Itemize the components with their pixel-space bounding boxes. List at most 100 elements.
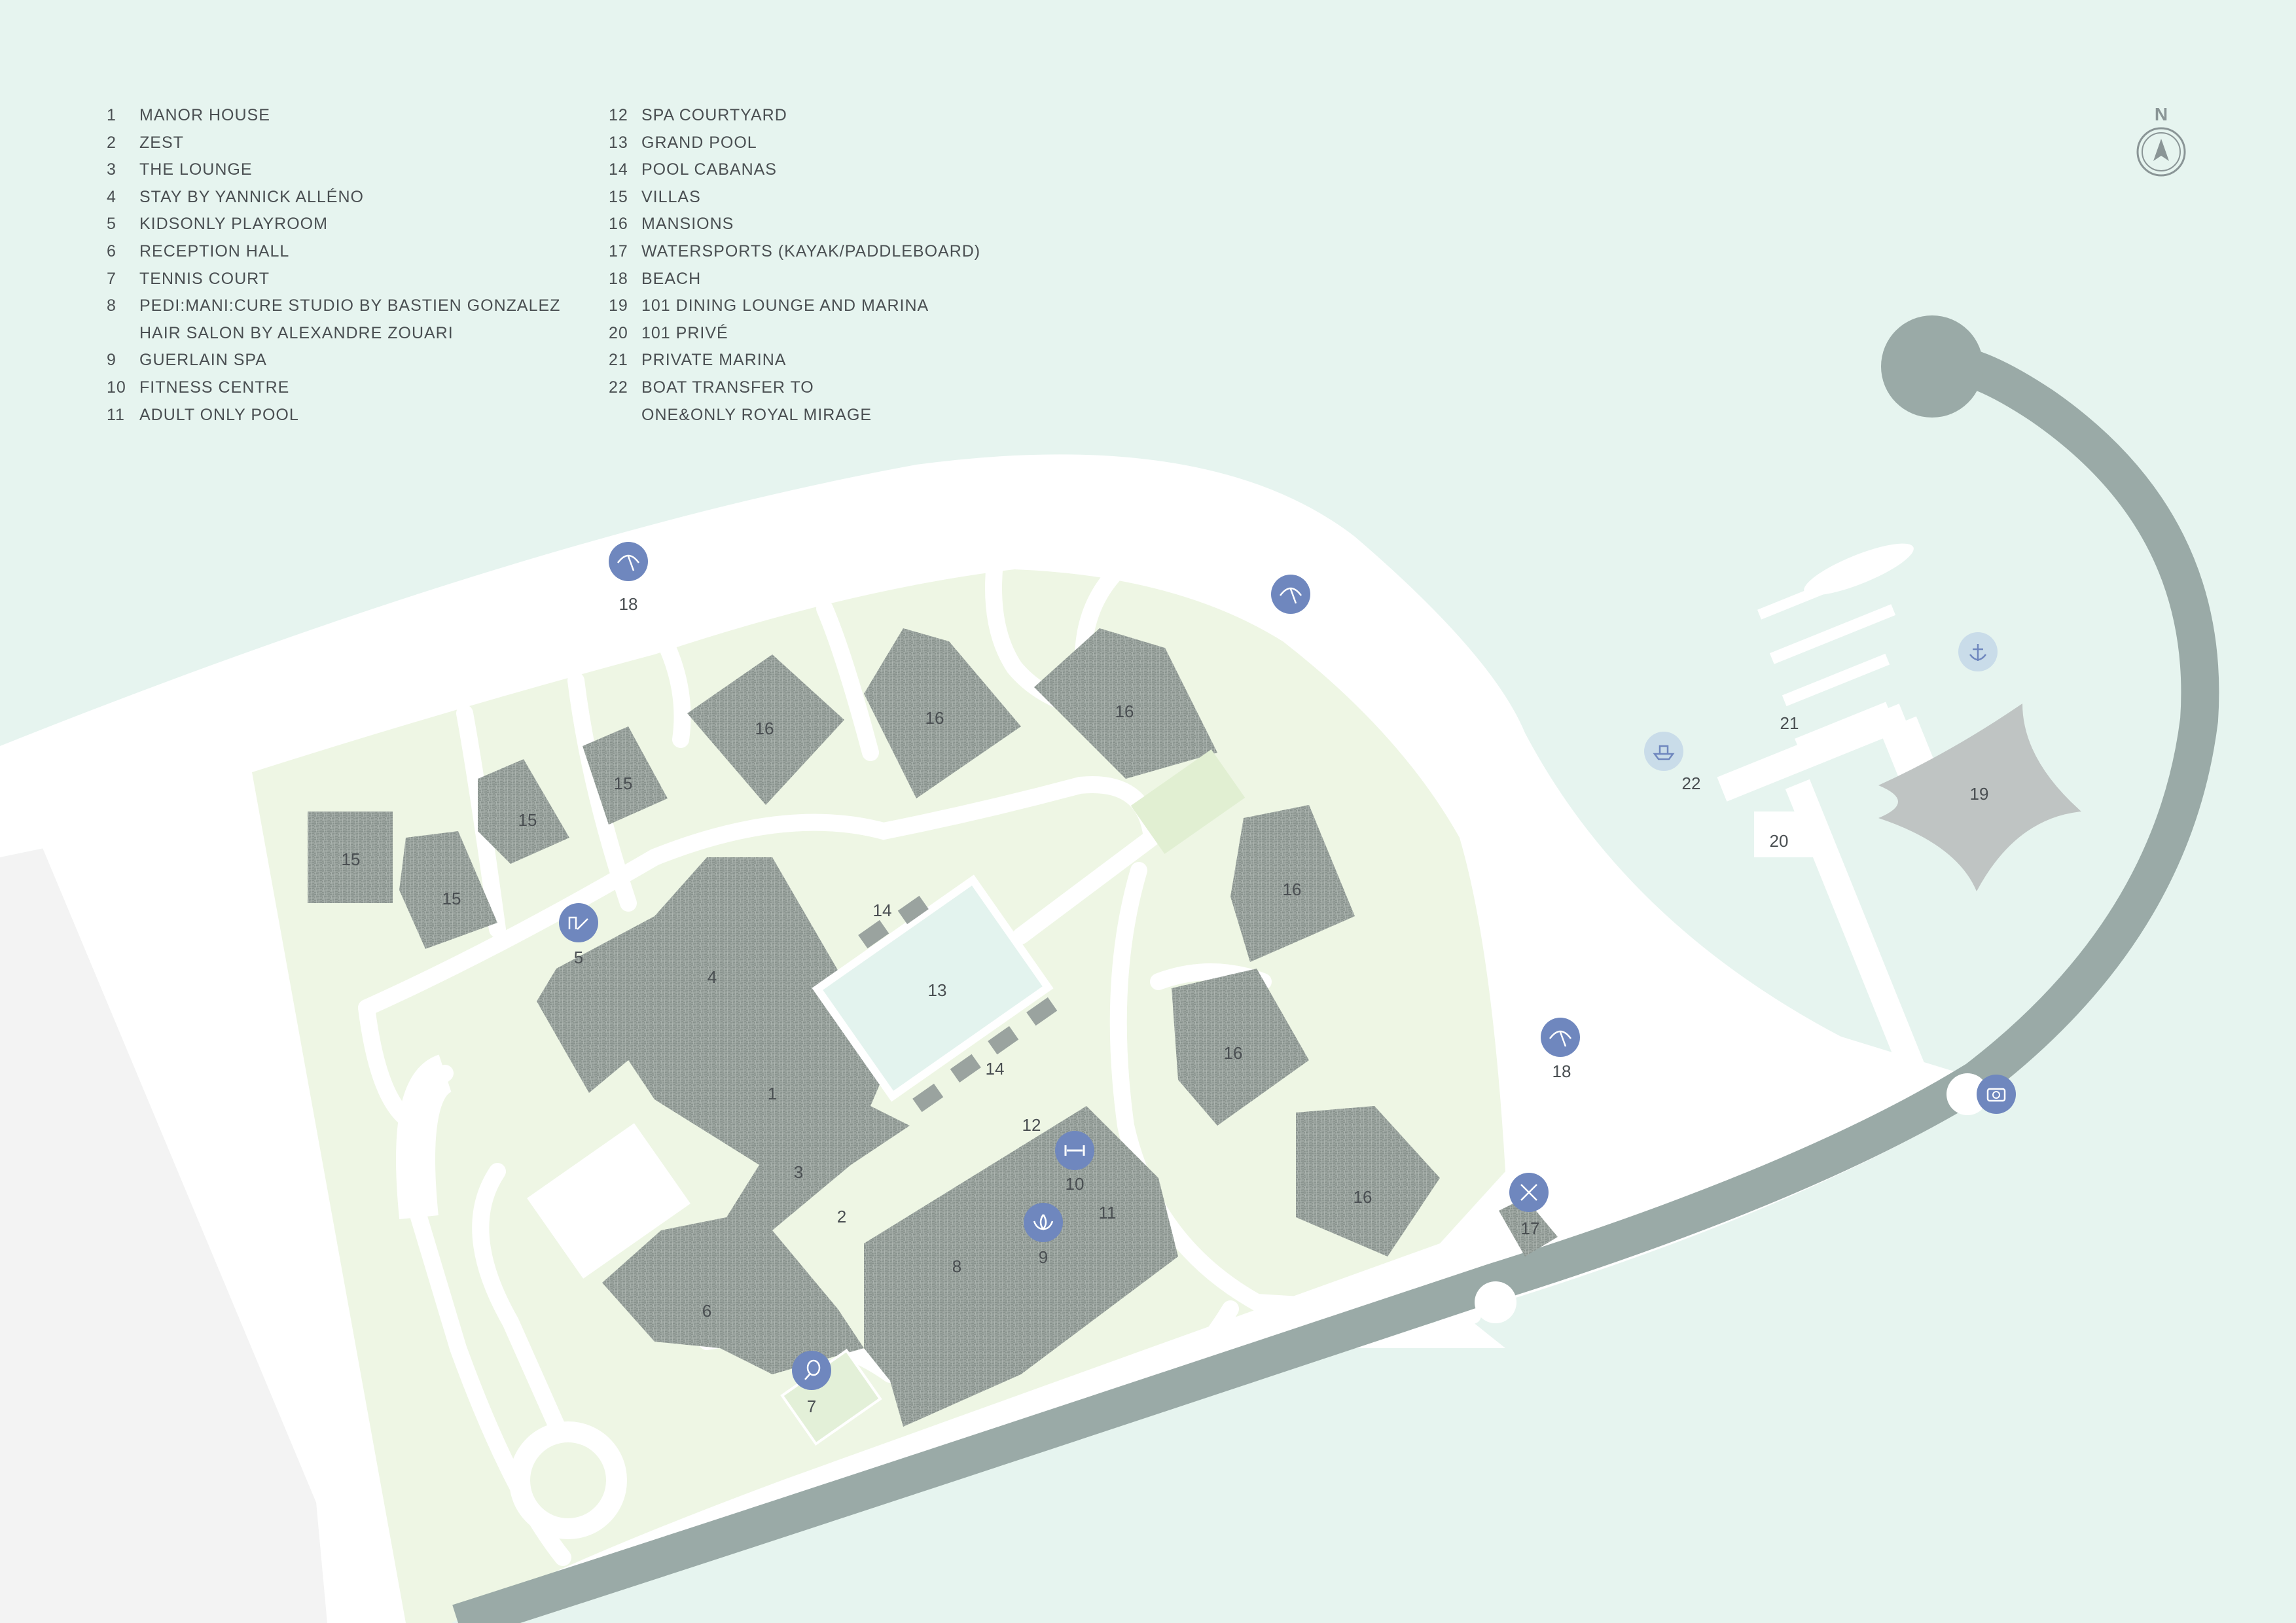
road-junction-2 xyxy=(1946,1073,1988,1115)
label-3: 3 xyxy=(794,1162,803,1182)
legend-number: 22 xyxy=(609,378,628,397)
legend-number: 10 xyxy=(107,378,126,397)
label-16f: 16 xyxy=(1354,1187,1372,1207)
label-18b: 18 xyxy=(1552,1061,1571,1081)
label-11: 11 xyxy=(1099,1203,1117,1222)
legend-number: 2 xyxy=(107,133,117,152)
road-end-loop xyxy=(1881,315,1983,418)
legend-number: 15 xyxy=(609,187,628,206)
legend-label: MANOR HOUSE xyxy=(139,106,270,124)
label-19: 19 xyxy=(1970,784,1989,804)
beach-umbrella-icon[interactable] xyxy=(1541,1018,1580,1057)
grand-pool xyxy=(812,874,1054,1102)
legend-label: GUERLAIN SPA xyxy=(139,351,267,370)
spa-lotus-icon[interactable] xyxy=(1024,1203,1063,1242)
boat-transfer-icon[interactable] xyxy=(1644,732,1683,771)
watersports-paddle-icon[interactable] xyxy=(1509,1173,1549,1212)
legend-number: 8 xyxy=(107,296,117,315)
legend-number: 12 xyxy=(609,106,628,124)
legend-item: 11 ADULT ONLY POOL xyxy=(107,402,565,429)
legend-label: POOL CABANAS xyxy=(641,160,777,179)
green-lawn xyxy=(1130,749,1246,854)
label-9: 9 xyxy=(1039,1247,1048,1267)
compass: N xyxy=(2135,103,2187,182)
legend-number: 11 xyxy=(107,405,125,424)
anchor-icon[interactable] xyxy=(1958,632,1998,671)
label-4: 4 xyxy=(708,967,717,987)
legend-label: MANSIONS xyxy=(641,215,734,234)
label-21: 21 xyxy=(1780,713,1799,733)
legend-label: TENNIS COURT xyxy=(139,269,270,288)
roundabout-centre xyxy=(530,1442,606,1518)
dining-lounge-roof xyxy=(1878,704,2081,891)
label-16d: 16 xyxy=(1283,880,1302,899)
label-13: 13 xyxy=(928,980,947,1000)
label-10: 10 xyxy=(1066,1174,1085,1194)
compass-north-label: N xyxy=(2154,104,2168,124)
label-8: 8 xyxy=(952,1257,961,1276)
legend-label: HAIR SALON BY ALEXANDRE ZOUARI xyxy=(139,323,454,342)
legend-label: BOAT TRANSFER TO xyxy=(641,378,814,397)
legend-number: 17 xyxy=(609,241,628,260)
label-16c: 16 xyxy=(1115,702,1134,721)
legend-label: ONE&ONLY ROYAL MIRAGE xyxy=(641,405,872,424)
legend-label: WATERSPORTS (KAYAK/PADDLEBOARD) xyxy=(641,241,981,260)
label-15b: 15 xyxy=(442,889,461,908)
legend-item: ONE&ONLY ROYAL MIRAGE xyxy=(609,402,1067,429)
driveway-loop xyxy=(396,1054,454,1219)
label-16b: 16 xyxy=(925,708,944,728)
tennis-racket-icon[interactable] xyxy=(792,1351,831,1390)
legend-number: 21 xyxy=(609,351,628,370)
beach-umbrella-icon[interactable] xyxy=(609,542,648,581)
legend-item: 2 ZEST xyxy=(107,130,565,157)
legend-number: 4 xyxy=(107,187,117,206)
legend-number: 20 xyxy=(609,323,628,342)
compass-arrow-icon xyxy=(2136,127,2186,177)
label-15c: 15 xyxy=(518,810,537,830)
legend-number: 7 xyxy=(107,269,117,288)
legend-label: PEDI:MANI:CURE STUDIO BY BASTIEN GONZALE… xyxy=(139,296,561,315)
road-junction-1 xyxy=(1475,1281,1516,1323)
legend-label: KIDSONLY PLAYROOM xyxy=(139,215,328,234)
legend-label: BEACH xyxy=(641,269,702,288)
spa-building xyxy=(864,1106,1178,1427)
label-7: 7 xyxy=(807,1397,816,1416)
legend-label: ZEST xyxy=(139,133,184,152)
legend-label: FITNESS CENTRE xyxy=(139,378,290,397)
legend-number: 16 xyxy=(609,215,628,234)
legend-item: 7 TENNIS COURT xyxy=(107,266,565,293)
legend-label: 101 DINING LOUNGE AND MARINA xyxy=(641,296,929,315)
legend-number: 3 xyxy=(107,160,117,179)
map-markers[interactable] xyxy=(559,542,2016,1390)
label-6: 6 xyxy=(702,1301,711,1321)
camera-icon[interactable] xyxy=(1977,1075,2016,1114)
legend-number: 14 xyxy=(609,160,628,179)
legend-item: 16 MANSIONS xyxy=(609,211,1067,238)
kids-playroom-icon[interactable] xyxy=(559,903,598,942)
fitness-dumbbell-icon[interactable] xyxy=(1055,1131,1094,1170)
label-15a: 15 xyxy=(342,849,361,869)
pool-cabanas xyxy=(858,895,1058,1113)
legend-item: 18 BEACH xyxy=(609,266,1067,293)
spa-courtyard-white xyxy=(527,1123,691,1279)
label-14a: 14 xyxy=(873,901,892,920)
legend-label: ADULT ONLY POOL xyxy=(139,405,299,424)
legend-number: 18 xyxy=(609,269,628,288)
label-22: 22 xyxy=(1682,774,1701,793)
legend-label: SPA COURTYARD xyxy=(641,106,787,124)
legend-item: 10 FITNESS CENTRE xyxy=(107,374,565,402)
beach-umbrella-icon[interactable] xyxy=(1271,575,1310,614)
legend-number: 13 xyxy=(609,133,628,152)
legend-item: 22 BOAT TRANSFER TO xyxy=(609,374,1067,402)
